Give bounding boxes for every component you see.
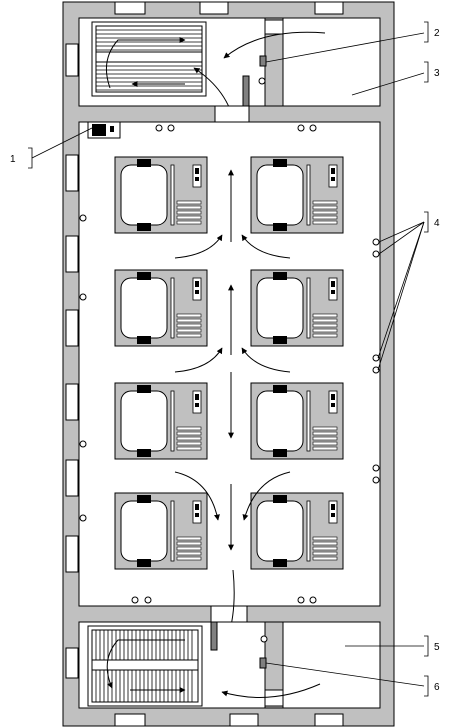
upper-column <box>242 75 250 107</box>
callout-4: 4 <box>434 218 440 229</box>
lower-flow-arrow <box>221 683 321 698</box>
lower-device <box>259 657 267 669</box>
upper-door-gap <box>264 19 284 35</box>
callout-leaders <box>28 21 429 697</box>
top-windows <box>114 1 344 727</box>
equipment-unit <box>114 269 208 347</box>
lower-side-room <box>282 621 381 709</box>
callout-1: 1 <box>10 154 16 165</box>
equipment-unit <box>114 156 208 234</box>
control-box <box>87 121 121 139</box>
equipment-unit <box>250 156 344 234</box>
sensors <box>79 124 380 604</box>
callout-6: 6 <box>434 682 440 693</box>
upper-flow-arrow <box>223 31 326 59</box>
left-windows <box>65 43 79 679</box>
lower-staircase <box>87 625 203 707</box>
equipment-unit <box>114 492 208 570</box>
equipment-unit <box>114 382 208 460</box>
equipment-unit <box>250 492 344 570</box>
callout-2: 2 <box>434 28 440 39</box>
lower-door-gap <box>264 689 284 707</box>
equipment-unit <box>250 382 344 460</box>
callout-5: 5 <box>434 642 440 653</box>
main-door-top <box>214 105 250 123</box>
equipment-unit <box>250 269 344 347</box>
upper-device <box>259 55 267 67</box>
upper-staircase <box>91 21 207 97</box>
lower-column <box>210 621 218 651</box>
main-door-bottom <box>210 605 248 623</box>
upper-side-room <box>282 17 381 107</box>
callout-3: 3 <box>434 68 440 79</box>
